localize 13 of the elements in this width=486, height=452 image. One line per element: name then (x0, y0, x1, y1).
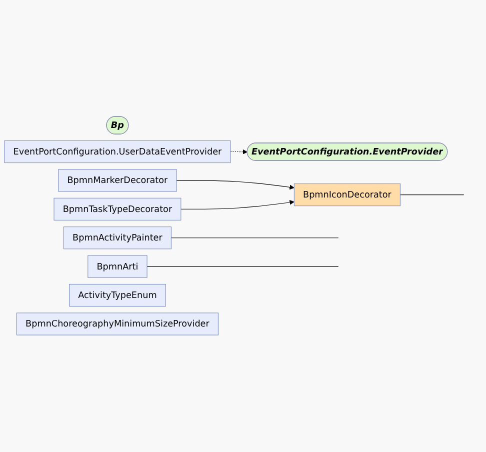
connector (400, 194, 464, 196)
node-box: BpmnMarkerDecorator (58, 169, 177, 192)
node-box: BpmnTaskTypeDecorator (54, 198, 182, 221)
node-box: EventPortConfiguration.UserDataEventProvider (4, 140, 231, 164)
node-box: BpmnChoreographyMinimumSizeProvider (16, 312, 218, 336)
node-box: BpmnArti (88, 256, 148, 278)
arrow (230, 150, 248, 155)
arrow (176, 180, 294, 190)
connector (146, 266, 339, 268)
node-box: BpmnIconDecorator (294, 184, 400, 206)
arrow (180, 200, 294, 210)
node-box: BpmnActivityPainter (63, 226, 172, 250)
node-box: ActivityTypeEnum (69, 284, 166, 307)
